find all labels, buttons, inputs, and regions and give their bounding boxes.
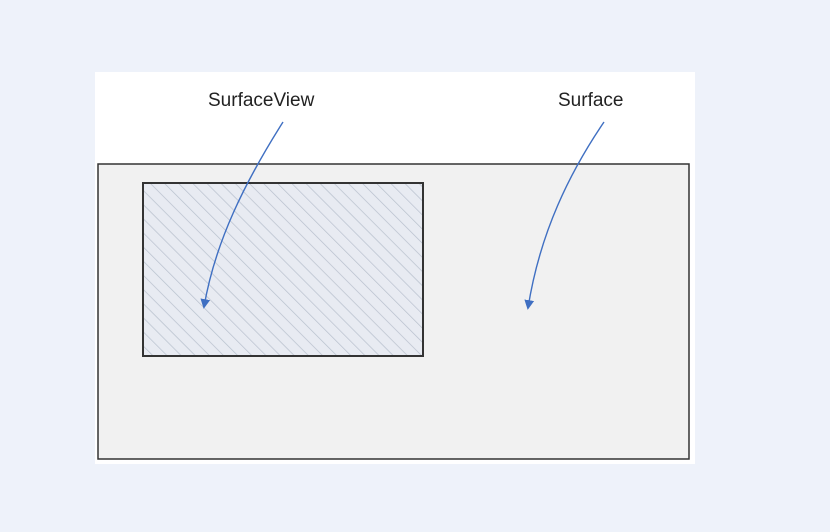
surface-diagram: SurfaceView Surface (97, 90, 690, 460)
diagram-panel: SurfaceView Surface (95, 72, 695, 464)
surface-view-rect (142, 182, 424, 357)
surface-arrow (524, 121, 605, 310)
surface-view-arrow (200, 121, 284, 309)
surface-label: Surface (558, 90, 623, 111)
surface-view-label: SurfaceView (208, 90, 315, 111)
